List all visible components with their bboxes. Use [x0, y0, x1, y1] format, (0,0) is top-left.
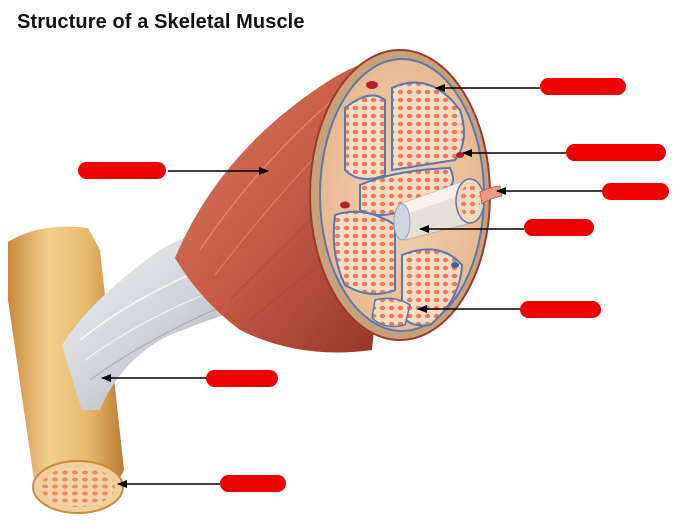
arrows: [101, 84, 602, 488]
bone-shaft: [8, 226, 124, 514]
blank-tendon[interactable]: [206, 370, 278, 387]
blank-single-fiber[interactable]: [524, 219, 594, 236]
fascicle-bottom-left: [332, 210, 396, 295]
muscle-cross-section: [309, 49, 503, 341]
blank-muscle-fiber[interactable]: [602, 183, 669, 200]
blank-bone[interactable]: [220, 475, 286, 492]
fascicle-mid: [359, 166, 455, 216]
page-title: Structure of a Skeletal Muscle: [17, 11, 305, 33]
blank-muscle-belly[interactable]: [78, 162, 166, 179]
blank-perimysium[interactable]: [566, 144, 666, 161]
blank-epimysium[interactable]: [540, 78, 626, 95]
fascicle-bottom: [371, 297, 411, 328]
fascicle-top-left: [344, 94, 386, 180]
blank-fascicle[interactable]: [520, 301, 601, 318]
label-blanks: [78, 78, 669, 492]
fascicle-bottom-right: [401, 248, 464, 327]
